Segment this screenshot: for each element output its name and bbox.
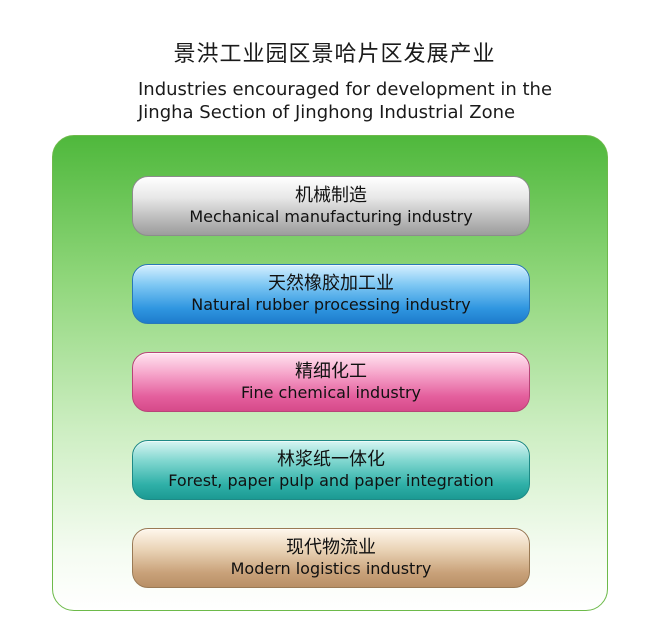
industry-label-english: Fine chemical industry [240,383,422,402]
industry-box-chemical: 精细化工 Fine chemical industry [132,352,530,412]
industry-box-mechanical: 机械制造 Mechanical manufacturing industry [132,176,530,236]
industry-label-english: Mechanical manufacturing industry [189,207,473,226]
industry-box-rubber: 天然橡胶加工业 Natural rubber processing indust… [132,264,530,324]
industry-label-chinese: 机械制造 [295,185,367,206]
title-english: Industries encouraged for development in… [138,78,638,124]
title-chinese: 景洪工业园区景哈片区发展产业 [173,42,496,67]
industry-label-english: Natural rubber processing industry [191,295,471,314]
industry-box-forest-paper: 林浆纸一体化 Forest, paper pulp and paper inte… [132,440,530,500]
industry-box-logistics: 现代物流业 Modern logistics industry [132,528,530,588]
industry-label-chinese: 天然橡胶加工业 [268,273,394,294]
industry-list: 机械制造 Mechanical manufacturing industry 天… [132,176,530,616]
title-english-line-1: Industries encouraged for development in… [138,79,553,100]
industry-label-english: Forest, paper pulp and paper integration [168,471,494,490]
industry-label-english: Modern logistics industry [230,559,432,578]
industry-label-chinese: 现代物流业 [286,537,376,558]
industry-label-chinese: 精细化工 [295,361,367,382]
title-english-line-2: Jingha Section of Jinghong Industrial Zo… [138,102,516,123]
industry-label-chinese: 林浆纸一体化 [277,449,385,470]
